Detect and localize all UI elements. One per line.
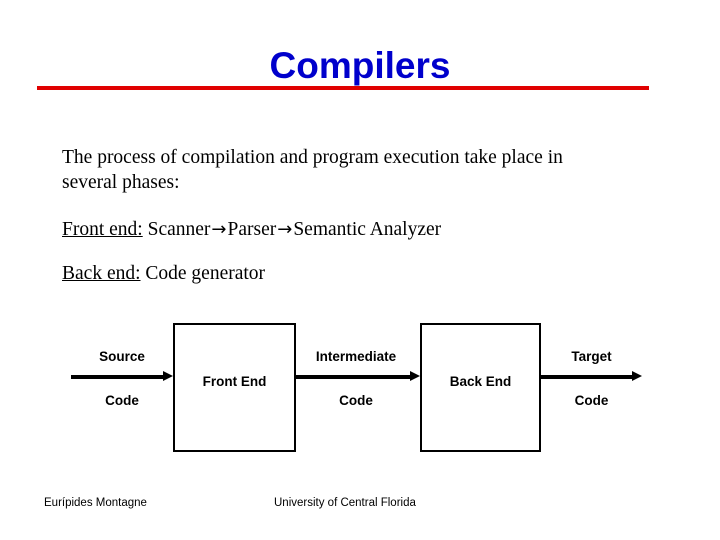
arrow-back-end-to-target — [541, 371, 642, 381]
front-end-paragraph: Front end: Scanner→Parser→Semantic Analy… — [62, 217, 642, 242]
label-source-code-top: Source — [99, 349, 145, 364]
label-source-code-bottom: Code — [105, 393, 139, 408]
intro-paragraph: The process of compilation and program e… — [62, 147, 563, 193]
front-end-box — [173, 323, 296, 452]
back-end-label: Back end: — [62, 263, 141, 284]
front-end-stage-2: Parser — [227, 219, 277, 240]
arrow-head-icon — [632, 371, 642, 381]
label-intermediate-code-bottom: Code — [339, 393, 373, 408]
front-end-box-label: Front End — [202, 374, 267, 389]
back-end-box-label: Back End — [449, 374, 512, 389]
back-end-paragraph: Back end: Code generator — [62, 261, 642, 286]
title-block: Compilers — [0, 44, 720, 88]
label-target-code-bottom: Code — [574, 393, 609, 408]
footer-author: Eurípides Montagne — [44, 497, 147, 509]
arrow-shaft — [71, 375, 163, 379]
title-divider-rule — [37, 86, 649, 90]
page-title: Compilers — [269, 45, 451, 86]
label-intermediate-code-top: Intermediate — [315, 349, 397, 364]
arrow-head-icon — [163, 371, 173, 381]
arrow-shaft — [541, 375, 632, 379]
arrow-source-to-front-end — [71, 371, 173, 381]
arrow-head-icon — [410, 371, 420, 381]
footer-organization: University of Central Florida — [274, 497, 416, 509]
arrow-right-icon: → — [277, 219, 293, 240]
front-end-stage-1: Scanner — [147, 219, 211, 240]
arrow-shaft — [296, 375, 410, 379]
back-end-stage-1: Code generator — [145, 263, 266, 284]
front-end-label: Front end: — [62, 219, 143, 240]
arrow-front-end-to-back-end — [296, 371, 420, 381]
back-end-box — [420, 323, 541, 452]
arrow-right-icon: → — [211, 219, 227, 240]
label-target-code-top: Target — [571, 349, 612, 364]
front-end-stage-3: Semantic Analyzer — [293, 219, 442, 240]
